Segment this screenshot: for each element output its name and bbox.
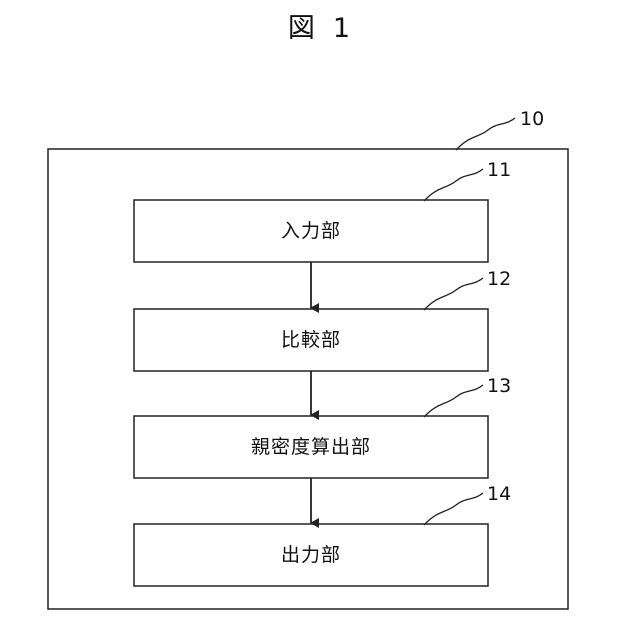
- block-input-label: 入力部: [134, 200, 488, 262]
- block-intimacy-calc-ref-label: 13: [487, 376, 511, 396]
- block-input-ref-label: 11: [487, 160, 511, 180]
- system-ref-label: 10: [520, 109, 544, 129]
- block-output-leader-line: [424, 493, 483, 525]
- block-input-leader-line: [424, 169, 483, 201]
- block-output-ref-label: 14: [487, 484, 511, 504]
- block-compare-leader-line: [424, 278, 483, 310]
- block-compare-label: 比較部: [134, 309, 488, 371]
- block-intimacy-calc-leader-line: [424, 385, 483, 417]
- block-output-label: 出力部: [134, 524, 488, 586]
- system-leader-line: [456, 118, 515, 150]
- block-compare-ref-label: 12: [487, 269, 511, 289]
- block-intimacy-calc-label: 親密度算出部: [134, 416, 488, 478]
